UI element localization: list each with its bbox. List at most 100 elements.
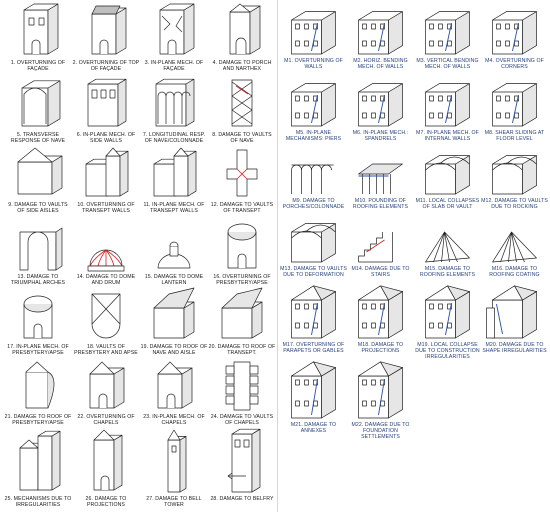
church-mechanism-caption: 15. DAMAGE TO DOME LANTERN <box>144 274 204 286</box>
church-mechanism-caption: 27. DAMAGE TO BELL TOWER <box>146 496 202 508</box>
building-mechanism-caption: M3. VERTICAL BENDING MECH. OF WALLS <box>416 58 479 70</box>
church-mechanism-caption: 25. MECHANISMS DUE TO IRREGULARITIES <box>4 496 72 508</box>
church-mechanism-drawing <box>157 241 191 269</box>
building-mechanism-caption: M18. DAMAGE TO PROJECTIONS <box>357 342 404 354</box>
building-mechanism-caption: M19. LOCAL COLLAPSE DUE TO CONSTRUCTION … <box>415 342 480 360</box>
building-mechanism-drawing <box>358 285 403 339</box>
church-mechanism-caption: 13. DAMAGE TO TRIUMPHAL ARCHES <box>10 274 66 286</box>
church-mechanism-item: 15. DAMAGE TO DOME LANTERN <box>140 216 208 288</box>
church-mechanism-drawing <box>87 249 125 272</box>
church-mechanism-item: 3. IN-PLANE MECH. OF FAÇADE <box>140 2 208 74</box>
building-mechanism-item: M21. DAMAGE TO ANNEXES <box>280 358 347 438</box>
church-mechanism-caption: 20. DAMAGE TO ROOF OF TRANSEPT. <box>208 344 276 356</box>
church-mechanism-drawing <box>153 147 197 197</box>
church-mechanism-item: 14. DAMAGE TO DOME AND DRUM <box>72 216 140 288</box>
building-mechanism-caption: M6. IN-PLANE MECH.: SPANDRELS <box>352 130 409 142</box>
church-mechanism-caption: 17. IN-PLANE MECH. OF PRESBYTERY/APSE <box>7 344 69 356</box>
church-mechanism-item: 13. DAMAGE TO TRIUMPHAL ARCHES <box>4 216 72 288</box>
church-mechanism-drawing <box>85 147 129 197</box>
church-mechanism-drawing <box>153 287 195 339</box>
building-mechanism-drawing <box>358 11 403 55</box>
church-mechanism-caption: 8. DAMAGE TO VAULTS OF NAVE <box>212 132 272 144</box>
building-mechanism-drawing <box>358 232 393 263</box>
building-mechanism-item: M18. DAMAGE TO PROJECTIONS <box>347 282 414 358</box>
church-mechanism-item: 8. DAMAGE TO VAULTS OF NAVE <box>208 74 276 146</box>
church-mechanism-caption: 2. OVERTURNING OF TOP OF FAÇADE <box>72 60 140 72</box>
building-mechanism-caption: M8. SHEAR SLIDING AT FLOOR LEVEL <box>484 130 545 142</box>
building-mechanism-item: M5. IN-PLANE MECHANISMS: PIERS <box>280 74 347 146</box>
church-mechanism-item: 28. DAMAGE TO BELFRY <box>208 428 276 510</box>
church-mechanism-item: 23. IN-PLANE MECH. OF CHAPELS <box>140 358 208 428</box>
building-mechanism-caption: M4. OVERTURNING OF CORNERS <box>485 58 544 70</box>
church-mechanism-item: 21. DAMAGE TO ROOF OF PRESBYTERY/APSE <box>4 358 72 428</box>
church-mechanism-caption: 16. OVERTURNING OF PRESBYTERY/APSE <box>213 274 271 286</box>
church-mechanism-caption: 10. OVERTURNING OF TRANSEPT WALLS <box>77 202 135 214</box>
building-mechanism-item: M16. DAMAGE TO ROOFING COATING <box>481 214 548 282</box>
church-mechanism-drawing <box>19 227 63 271</box>
building-mechanism-drawing <box>492 11 537 55</box>
church-mechanism-caption: 28. DAMAGE TO BELFRY <box>210 496 274 502</box>
building-mechanism-drawing <box>291 361 336 419</box>
building-mechanism-drawing <box>486 285 537 339</box>
building-mechanism-caption: M9. DAMAGE TO PORCHES/COLONNADE <box>282 198 345 210</box>
church-mechanism-caption: 19. DAMAGE TO ROOF OF NAVE AND AISLE <box>140 344 208 356</box>
church-mechanism-drawing <box>23 295 53 339</box>
church-mechanism-caption: 6. IN-PLANE MECH. OF SIDE WALLS <box>76 132 136 144</box>
church-mechanism-drawing <box>23 3 59 55</box>
church-mechanism-drawing <box>221 287 263 339</box>
church-mechanism-item: 11. IN-PLANE MECH. OF TRANSEPT WALLS <box>140 146 208 216</box>
building-mechanism-item: M2. HORIZ. BENDING MECH. OF WALLS <box>347 2 414 74</box>
building-mechanism-caption: M14. DAMAGE DUE TO STAIRS <box>351 266 410 278</box>
church-mechanism-caption: 1. OVERTURNING OF FAÇADE <box>10 60 66 72</box>
church-mechanism-drawing <box>91 293 121 339</box>
building-mechanism-caption: M15. DAMAGE TO ROOFING ELEMENTS <box>419 266 476 278</box>
building-mechanism-drawing <box>425 155 470 195</box>
building-mechanism-caption: M12. DAMAGE TO VAULTS DUE TO ROCKING <box>481 198 548 210</box>
building-mechanism-caption: M7. IN-PLANE MECH. OF INTERNAL WALLS <box>416 130 479 142</box>
church-mechanism-drawing <box>21 80 61 127</box>
church-mechanism-item: 5. TRANSVERSE RESPONSE OF NAVE <box>4 74 72 146</box>
church-mechanism-item: 7. LONGITUDINAL RESP. OF NAVE/COLONNADE <box>140 74 208 146</box>
church-mechanism-drawing <box>226 149 258 197</box>
church-mechanisms-panel: 1. OVERTURNING OF FAÇADE 2. OVERTURNING O… <box>4 2 276 510</box>
church-mechanism-drawing <box>91 5 127 55</box>
building-mechanism-drawing <box>358 361 403 419</box>
building-mechanism-drawing <box>358 163 403 194</box>
building-mechanism-item: M10. POUNDING OF ROOFING ELEMENTS <box>347 146 414 214</box>
church-mechanism-drawing <box>227 428 261 493</box>
building-mechanism-item: M3. VERTICAL BENDING MECH. OF WALLS <box>414 2 481 74</box>
church-mechanism-caption: 21. DAMAGE TO ROOF OF PRESBYTERY/APSE <box>4 414 72 426</box>
church-mechanism-drawing <box>159 3 195 55</box>
building-mechanism-caption: M13. DAMAGE TO VAULTS DUE TO DEFORMATION <box>280 266 347 278</box>
building-mechanism-item: M13. DAMAGE TO VAULTS DUE TO DEFORMATION <box>280 214 347 282</box>
building-mechanism-item: M17. OVERTURNING OF PARAPETS OR GABLES <box>280 282 347 358</box>
building-mechanism-drawing <box>425 231 470 263</box>
church-mechanism-item: 4. DAMAGE TO PORCH AND NARTHEX <box>208 2 276 74</box>
church-mechanism-item: 17. IN-PLANE MECH. OF PRESBYTERY/APSE <box>4 288 72 358</box>
building-mechanism-caption: M16. DAMAGE TO ROOFING COATING <box>489 266 540 278</box>
church-mechanism-caption: 11. IN-PLANE MECH. OF TRANSEPT WALLS <box>143 202 205 214</box>
church-mechanism-drawing <box>19 430 61 491</box>
building-mechanism-drawing <box>425 11 470 55</box>
building-mechanism-item: M15. DAMAGE TO ROOFING ELEMENTS <box>414 214 481 282</box>
church-mechanism-caption: 24. DAMAGE TO VAULTS OF CHAPELS <box>210 414 274 426</box>
church-mechanism-caption: 5. TRANSVERSE RESPONSE OF NAVE <box>10 132 66 144</box>
church-mechanism-item: 16. OVERTURNING OF PRESBYTERY/APSE <box>208 216 276 288</box>
building-mechanism-item: M8. SHEAR SLIDING AT FLOOR LEVEL <box>481 74 548 146</box>
church-mechanism-caption: 26. DAMAGE TO PROJECTIONS <box>85 496 127 508</box>
building-mechanism-item: M9. DAMAGE TO PORCHES/COLONNADE <box>280 146 347 214</box>
church-mechanism-caption: 7. LONGITUDINAL RESP. OF NAVE/COLONNADE <box>142 132 206 144</box>
church-mechanism-drawing <box>227 223 257 269</box>
building-mechanism-item: M7. IN-PLANE MECH. OF INTERNAL WALLS <box>414 74 481 146</box>
panel-divider <box>277 0 278 512</box>
building-mechanism-caption: M2. HORIZ. BENDING MECH. OF WALLS <box>353 58 408 70</box>
church-mechanism-item: 24. DAMAGE TO VAULTS OF CHAPELS <box>208 358 276 428</box>
building-mechanism-drawing <box>425 83 470 127</box>
building-mechanism-drawing <box>492 83 537 127</box>
church-mechanism-drawing <box>25 361 55 409</box>
church-mechanism-item: 20. DAMAGE TO ROOF OF TRANSEPT. <box>208 287 276 358</box>
church-mechanism-item: 1. OVERTURNING OF FAÇADE <box>4 2 72 74</box>
church-mechanism-drawing <box>225 361 259 411</box>
church-mechanism-drawing <box>157 361 193 409</box>
